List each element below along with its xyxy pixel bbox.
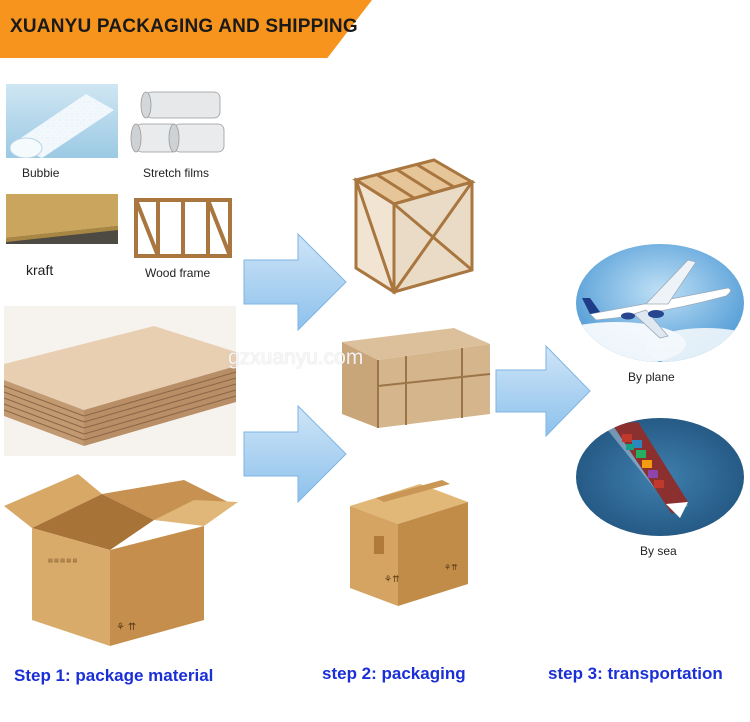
page-title: XUANYU PACKAGING AND SHIPPING (10, 16, 358, 37)
svg-text:⚘⇈: ⚘⇈ (384, 574, 400, 584)
kraft-paper-label: kraft (26, 262, 54, 278)
wooden-crate-frame-image (346, 152, 478, 298)
arrow-right-icon (242, 232, 348, 332)
airplane-image (576, 244, 744, 362)
stretch-film-label: Stretch films (143, 166, 210, 180)
bubble-wrap-label: Bubbie (22, 166, 60, 180)
by-plane-label: By plane (628, 370, 675, 384)
header-banner (0, 0, 372, 58)
watermark-text: gzxuanyu.com (228, 346, 364, 369)
plywood-stack-image (4, 306, 236, 456)
svg-text:⚘ ⇈: ⚘ ⇈ (116, 622, 136, 633)
step-1-label: Step 1: package material (14, 666, 214, 685)
svg-text:⚘⇈: ⚘⇈ (444, 563, 458, 572)
by-sea-label: By sea (640, 544, 677, 558)
stretch-film-image (128, 84, 234, 158)
arrow-right-icon (494, 344, 592, 438)
svg-text:▤ ▤ ▤ ▤ ▤: ▤ ▤ ▤ ▤ ▤ (48, 558, 77, 564)
step-2-label: step 2: packaging (322, 664, 466, 683)
wooden-box-closed-image (334, 324, 494, 436)
bubble-wrap-image (6, 84, 118, 158)
kraft-paper-image (6, 194, 118, 244)
cardboard-box-closed-image: ⚘⇈ ⚘⇈ (346, 478, 472, 610)
cardboard-box-open-image: ▤ ▤ ▤ ▤ ▤ ⚘ ⇈ (4, 470, 240, 650)
arrow-right-icon (242, 404, 348, 504)
wood-frame-image (128, 190, 238, 262)
wood-frame-label: Wood frame (145, 266, 211, 280)
step-3-label: step 3: transportation (548, 664, 723, 683)
cargo-ship-image (576, 418, 744, 536)
